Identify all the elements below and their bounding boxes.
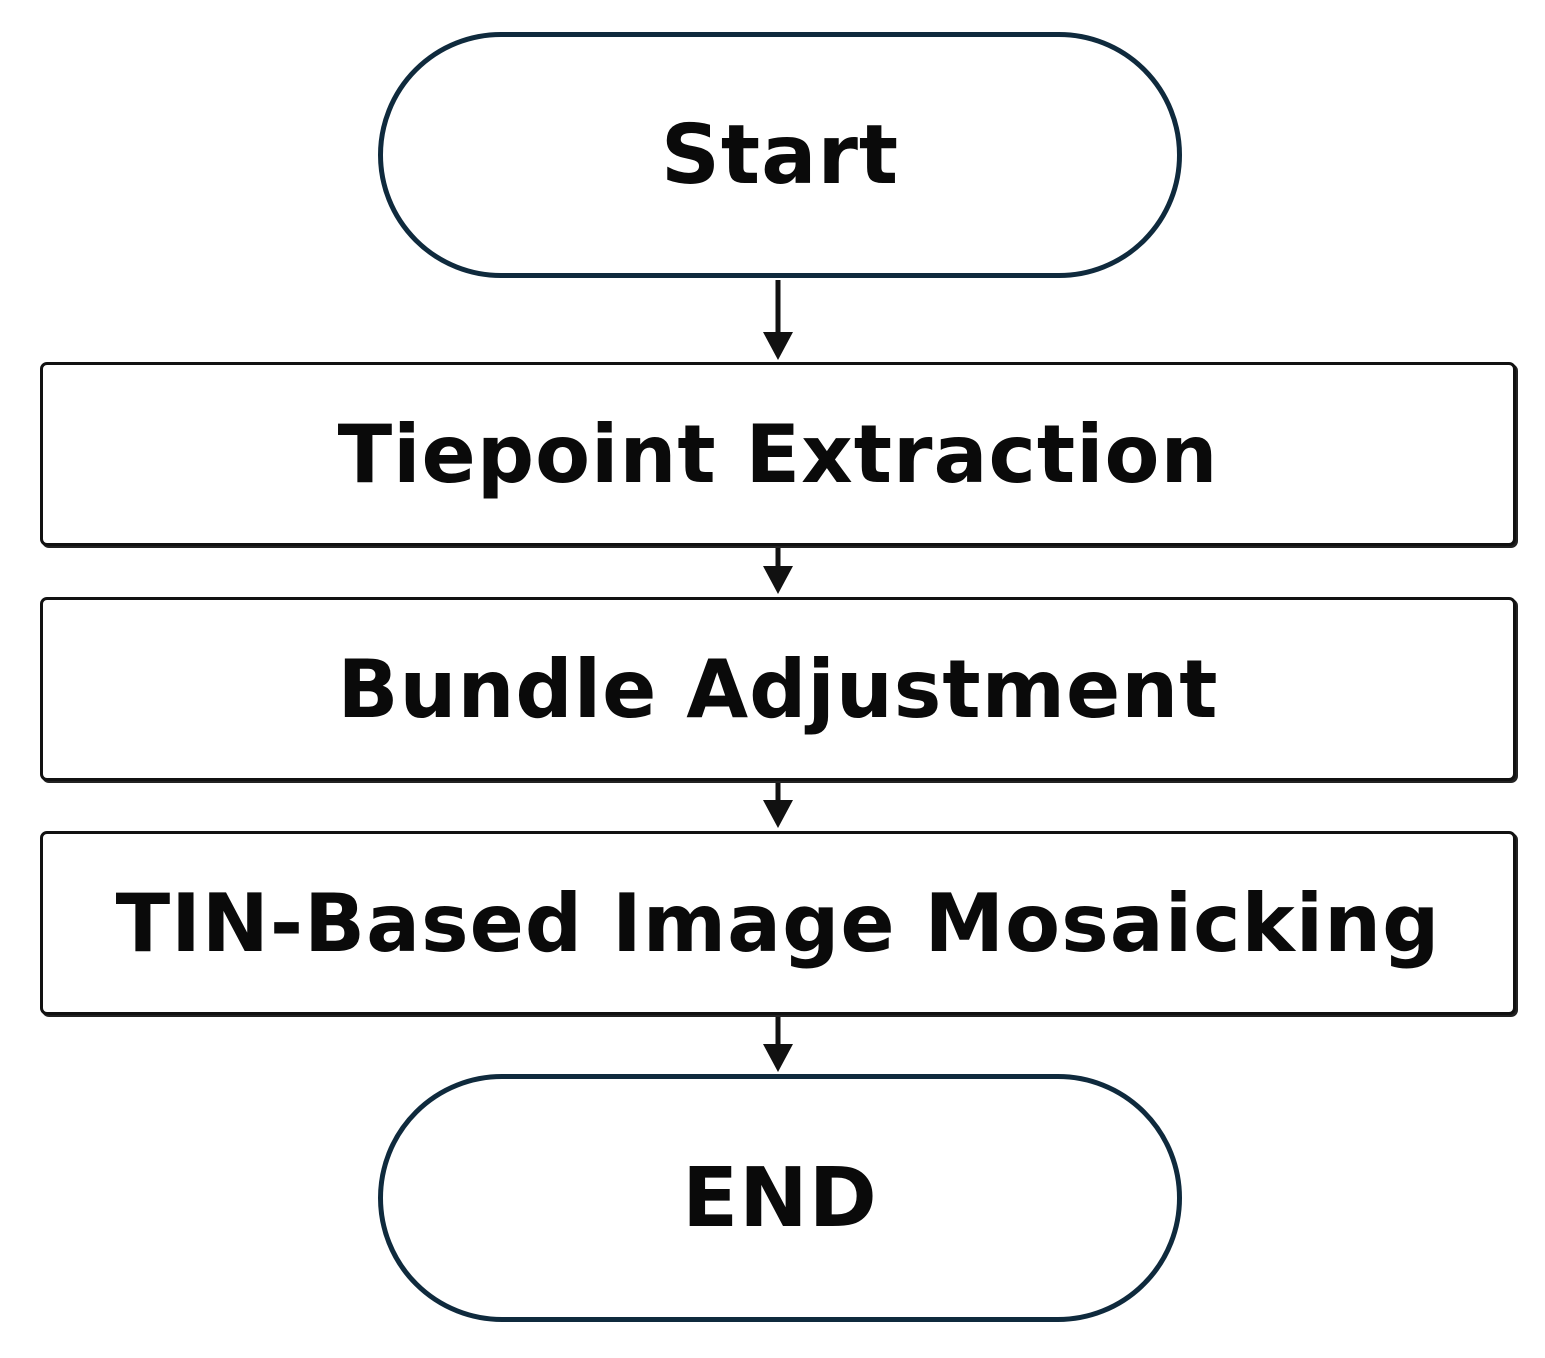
step-tiepoint-extraction: Tiepoint Extraction	[40, 362, 1516, 546]
start-terminal: Start	[378, 32, 1182, 278]
end-terminal: END	[378, 1074, 1182, 1322]
step-label: Bundle Adjustment	[337, 642, 1219, 736]
arrowhead-icon	[763, 800, 793, 828]
step-label: TIN-Based Image Mosaicking	[115, 876, 1441, 970]
end-label: END	[682, 1150, 878, 1246]
start-label: Start	[660, 107, 900, 203]
arrowhead-icon	[763, 566, 793, 594]
arrowhead-icon	[763, 332, 793, 360]
arrowhead-icon	[763, 1044, 793, 1072]
step-tin-based-image-mosaicking: TIN-Based Image Mosaicking	[40, 831, 1516, 1015]
step-label: Tiepoint Extraction	[337, 407, 1219, 501]
step-bundle-adjustment: Bundle Adjustment	[40, 597, 1516, 781]
